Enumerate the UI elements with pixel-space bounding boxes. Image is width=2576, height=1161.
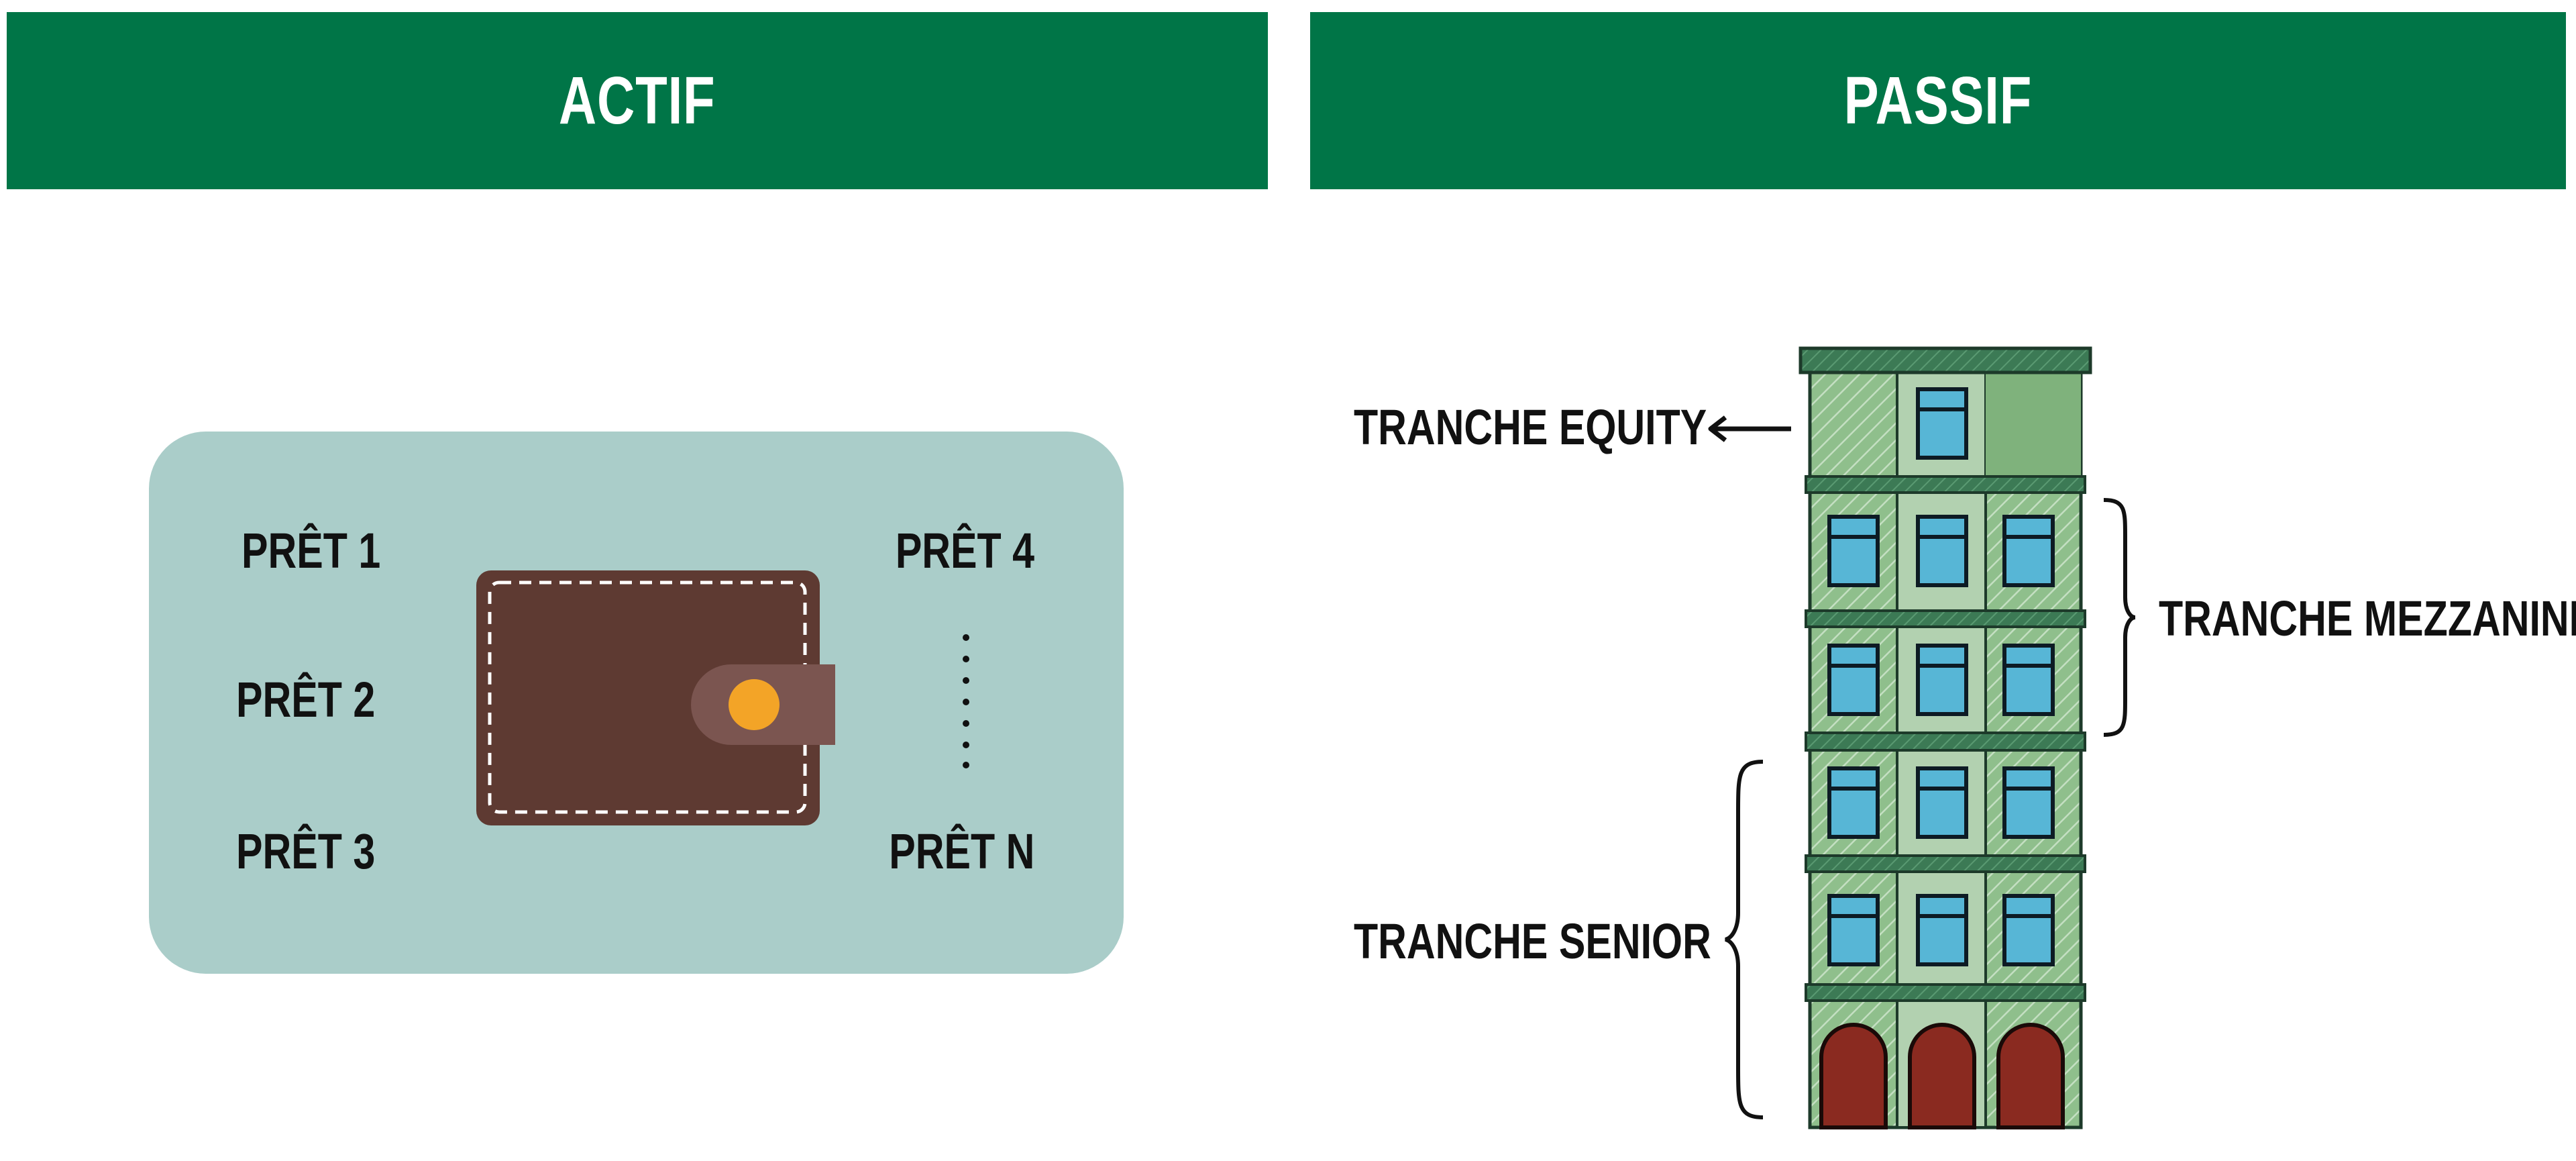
header-actif: ACTIF [7,12,1268,189]
loan-label-4: PRÊT 4 [895,523,1034,578]
senior-brace [1724,760,1764,1119]
wallet-icon [476,570,835,825]
tranche-senior-label: TRANCHE SENIOR [1354,913,1711,969]
header-passif-label: PASSIF [1843,62,2033,138]
ellipsis-dots [963,634,969,768]
loan-label-2: PRÊT 2 [236,672,376,727]
header-actif-label: ACTIF [559,62,716,138]
loan-label-n: PRÊT N [888,823,1034,879]
tranche-equity-label: TRANCHE EQUITY [1354,399,1707,455]
header-passif: PASSIF [1310,12,2566,189]
loan-label-3: PRÊT 3 [236,823,376,879]
loan-label-1: PRÊT 1 [241,523,381,578]
building-icon [1799,346,2092,1129]
tranche-mezzanine-label: TRANCHE MEZZANINE [2159,591,2576,646]
mezzanine-brace [2103,498,2136,737]
arrow-left-icon [1708,415,1791,442]
